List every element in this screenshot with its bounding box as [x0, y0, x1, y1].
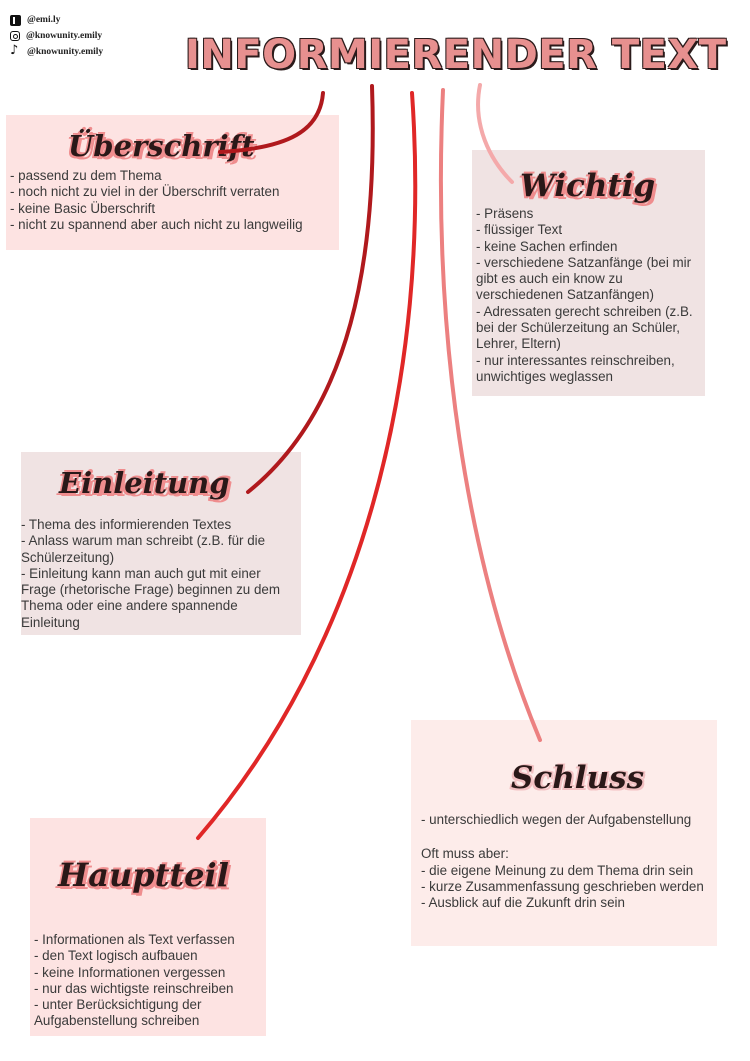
- list-item: - passend zu dem Thema: [10, 168, 162, 183]
- card-hauptteil: Hauptteil - Informationen als Text verfa…: [30, 818, 266, 1036]
- list-item: - den Text logisch aufbauen: [34, 948, 198, 964]
- list-item: - Adressaten gerecht schreiben (z.B. bei…: [476, 303, 693, 352]
- connector-wichtig: [476, 83, 514, 184]
- social-handles: @emi.ly @knowunity.emily @knowunity.emil…: [10, 12, 103, 60]
- list-item: - flüssiger Text: [476, 222, 563, 238]
- card-content: - unterschiedlich wegen der Aufgabenstel…: [421, 812, 713, 911]
- card-list: - Thema des informierenden Textes - Anla…: [21, 517, 299, 631]
- list-item: - unter Berücksichtigung der Aufgabenste…: [34, 997, 202, 1029]
- card-ueberschrift: Überschrift - passend zu dem Thema - noc…: [6, 115, 339, 250]
- social-row-instagram: @knowunity.emily: [10, 28, 103, 44]
- card-list: - die eigene Meinung zu dem Thema drin s…: [421, 863, 713, 912]
- schluss-intro: - unterschiedlich wegen der Aufgabenstel…: [421, 812, 692, 827]
- social-handle: @emi.ly: [27, 15, 61, 25]
- card-heading: Hauptteil: [58, 856, 229, 894]
- list-item: - Präsens: [476, 206, 534, 221]
- card-wichtig: Wichtig - Präsens - flüssiger Text - kei…: [472, 150, 705, 396]
- schluss-subheading: Oft muss aber:: [421, 846, 509, 862]
- list-item: - keine Sachen erfinden: [476, 238, 618, 254]
- connector-einleitung: [246, 84, 375, 494]
- list-item: - nur interessantes reinschreiben, unwic…: [476, 352, 675, 384]
- list-item: - Informationen als Text verfassen: [34, 932, 235, 947]
- card-heading: Überschrift: [68, 129, 255, 163]
- social-row-knowunity: @emi.ly: [10, 12, 103, 28]
- list-item: - noch nicht zu viel in der Überschrift …: [10, 184, 280, 200]
- card-schluss: Schluss - unterschiedlich wegen der Aufg…: [411, 720, 717, 946]
- knowunity-icon: [10, 14, 21, 26]
- tiktok-icon: [10, 43, 21, 58]
- list-item: - nicht zu spannend aber auch nicht zu l…: [10, 216, 303, 232]
- connector-hauptteil: [196, 91, 418, 840]
- card-einleitung: Einleitung - Thema des informierenden Te…: [21, 452, 301, 635]
- list-item: - Einleitung kann man auch gut mit einer…: [21, 565, 281, 630]
- connector-schluss: [438, 88, 542, 742]
- list-item: - keine Informationen vergessen: [34, 964, 226, 980]
- page-title: INFORMIERENDER TEXT: [185, 32, 727, 78]
- social-handle: @knowunity.emily: [26, 31, 103, 41]
- card-heading: Schluss: [511, 760, 645, 796]
- card-list: - Informationen als Text verfassen - den…: [34, 932, 264, 1030]
- social-row-tiktok: @knowunity.emily: [10, 43, 104, 60]
- list-item: - die eigene Meinung zu dem Thema drin s…: [421, 862, 694, 878]
- list-item: - Anlass warum man schreibt (z.B. für di…: [21, 533, 266, 565]
- list-item: - Thema des informierenden Textes: [21, 517, 232, 532]
- card-heading: Einleitung: [59, 466, 230, 500]
- list-item: - Ausblick auf die Zukunft drin sein: [421, 895, 625, 911]
- list-item: - verschiedene Satzanfänge (bei mir gibt…: [476, 254, 692, 303]
- connector-ueberschrift: [218, 91, 325, 154]
- list-item: - kurze Zusammenfassung geschrieben werd…: [421, 878, 704, 894]
- card-list: - Präsens - flüssiger Text - keine Sache…: [476, 206, 701, 385]
- instagram-icon: [10, 31, 20, 41]
- list-item: - nur das wichtigste reinschreiben: [34, 980, 234, 996]
- social-handle: @knowunity.emily: [27, 47, 104, 57]
- list-item: - keine Basic Überschrift: [10, 200, 156, 216]
- card-heading: Wichtig: [520, 168, 656, 204]
- card-list: - passend zu dem Thema - noch nicht zu v…: [10, 168, 335, 233]
